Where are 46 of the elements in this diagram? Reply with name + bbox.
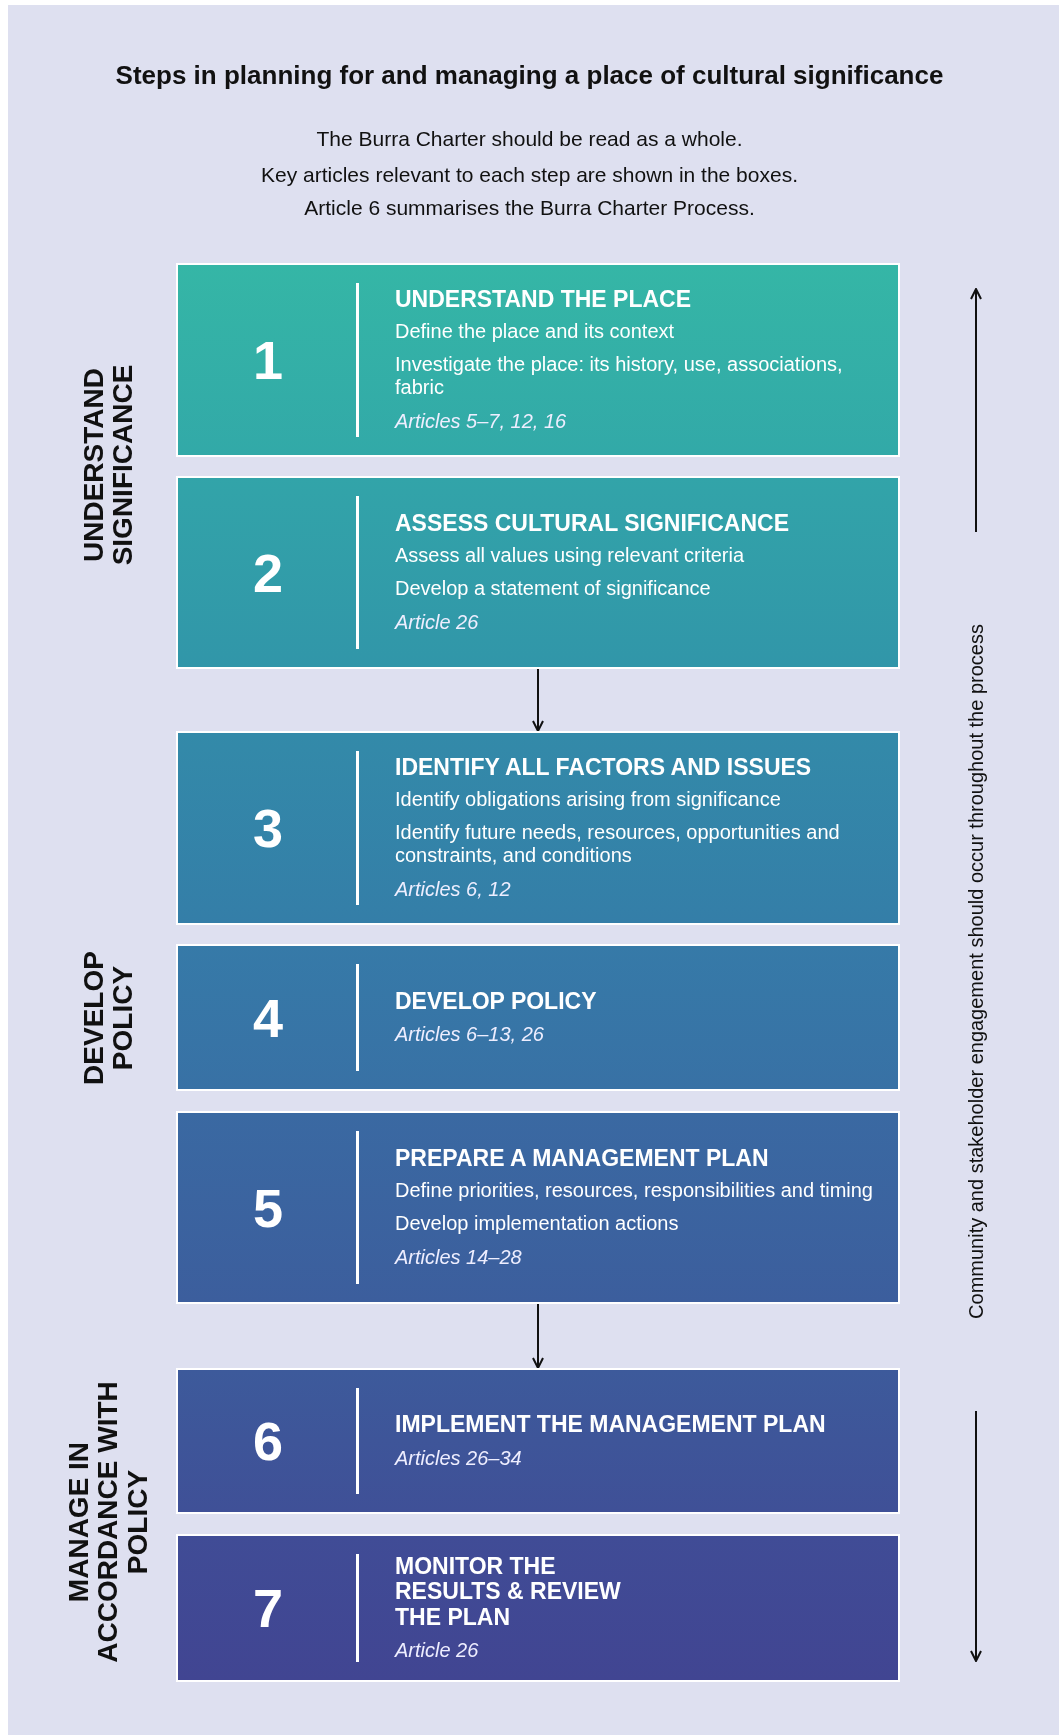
step-heading: IMPLEMENT THE MANAGEMENT PLAN xyxy=(395,1412,826,1438)
step-heading: UNDERSTAND THE PLACE xyxy=(395,286,692,313)
section-label: UNDERSTAND SIGNIFICANCE xyxy=(76,363,139,568)
step-heading: MONITOR THE RESULTS & REVIEW THE PLAN xyxy=(395,1554,622,1630)
step-description: Develop implementation actions xyxy=(395,1212,679,1236)
step-number: 2 xyxy=(252,541,283,604)
article-reference: Articles 14–28 xyxy=(395,1245,522,1270)
step-box xyxy=(176,944,900,1091)
diagram-title: Steps in planning for and managing a place of cultural significance xyxy=(114,60,945,91)
step-heading: IDENTIFY ALL FACTORS AND ISSUES xyxy=(395,754,812,781)
step-number: 6 xyxy=(252,1410,283,1472)
step-box xyxy=(176,1111,900,1304)
step-box xyxy=(176,1534,900,1682)
section-label: DEVELOP POLICY xyxy=(76,950,139,1087)
article-reference: Articles 6–13, 26 xyxy=(395,1022,544,1047)
section-label: MANAGE IN ACCORDANCE WITH POLICY xyxy=(61,1380,154,1665)
step-number: 5 xyxy=(252,1176,283,1239)
step-box xyxy=(176,1368,900,1514)
step-heading: ASSESS CULTURAL SIGNIFICANCE xyxy=(395,510,789,537)
step-number: 1 xyxy=(252,329,283,391)
article-reference: Articles 26–34 xyxy=(395,1445,522,1470)
step-description: Identify future needs, resources, opportunities and constraints, and conditions xyxy=(395,821,841,868)
engagement-note: Community and stakeholder engagement should occur throughout the process xyxy=(964,623,988,1321)
step-box xyxy=(176,263,900,457)
step-number: 3 xyxy=(252,797,283,859)
step-description: Assess all values using relevant criteria xyxy=(395,544,745,568)
step-box xyxy=(176,476,900,669)
subtitle-text: Key articles relevant to each step are shown in the boxes. xyxy=(260,163,799,187)
article-reference: Article 26 xyxy=(395,1637,479,1662)
step-description: Define priorities, resources, responsibilities and timing xyxy=(395,1179,873,1203)
step-number: 7 xyxy=(252,1577,283,1639)
article-reference: Articles 5–7, 12, 16 xyxy=(395,409,567,434)
step-description: Identify obligations arising from significance xyxy=(395,788,781,812)
arrow xyxy=(532,668,544,732)
step-description: Define the place and its context xyxy=(395,320,675,344)
step-number: 4 xyxy=(252,986,283,1049)
step-box xyxy=(176,731,900,925)
step-description: Develop a statement of significance xyxy=(395,577,711,601)
subtitle-text: The Burra Charter should be read as a whole. xyxy=(315,127,744,151)
step-description: Investigate the place: its history, use, associations, fabric xyxy=(395,353,844,400)
step-heading: DEVELOP POLICY xyxy=(395,988,597,1015)
arrow xyxy=(532,1303,544,1369)
article-reference: Articles 6, 12 xyxy=(395,877,511,902)
subtitle-text: Article 6 summarises the Burra Charter Process. xyxy=(303,196,756,220)
article-reference: Article 26 xyxy=(395,610,479,635)
step-heading: PREPARE A MANAGEMENT PLAN xyxy=(395,1145,769,1172)
